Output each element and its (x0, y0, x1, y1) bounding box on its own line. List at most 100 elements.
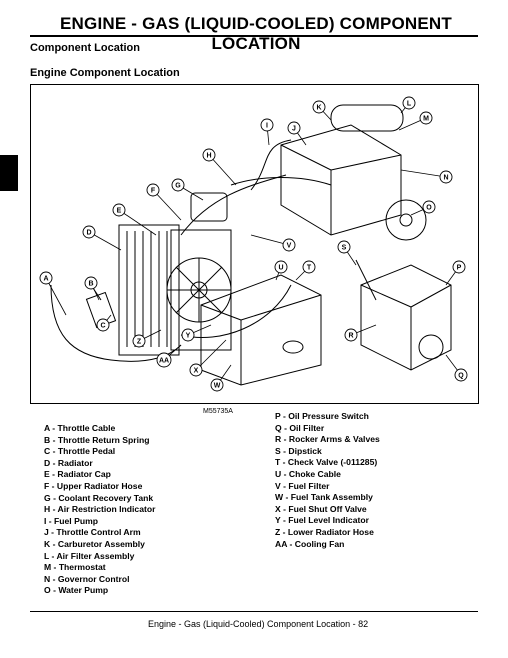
page-title: ENGINE - GAS (LIQUID-COOLED) COMPONENT L… (60, 14, 452, 53)
callout-label: D (86, 230, 91, 237)
fuel-tank-shape (200, 274, 322, 386)
callout-label: F (151, 188, 156, 195)
legend-separator: - (50, 434, 58, 445)
legend-separator: - (50, 504, 58, 515)
legend-key: I (44, 515, 47, 526)
legend-item-i: I - Fuel Pump (44, 516, 155, 528)
callout-aa: AA (156, 352, 172, 368)
callout-label: R (348, 333, 353, 340)
callout-circle (282, 238, 296, 252)
legend-label: Carburetor Assembly (57, 538, 145, 549)
legend-item-s: S - Dipstick (275, 446, 380, 458)
callout-p: P (452, 260, 466, 274)
callout-label: K (316, 105, 321, 112)
legend-key: AA (275, 538, 288, 549)
callout-n: N (439, 170, 453, 184)
legend-separator: - (281, 422, 290, 433)
callout-u: U (274, 260, 288, 274)
callout-circle (181, 328, 195, 342)
callout-label: C (100, 323, 105, 330)
legend-key: R (275, 434, 282, 445)
callout-w: W (210, 378, 224, 392)
callout-t: T (302, 260, 316, 274)
legend-item-u: U - Choke Cable (275, 469, 380, 481)
legend-label: Check Valve (-011285) (287, 457, 378, 468)
callout-b: B (84, 276, 98, 290)
legend-label: Water Pump (58, 585, 109, 596)
legend-key: Q (275, 422, 282, 433)
air-filter-shape (330, 104, 404, 132)
legend-item-x: X - Fuel Shut Off Valve (275, 504, 380, 516)
callout-circle (132, 334, 146, 348)
throttle-cable-shape (50, 284, 182, 362)
callout-label: L (407, 101, 412, 108)
callout-s: S (337, 240, 351, 254)
callout-label: W (214, 383, 221, 390)
legend-label: Air Filter Assembly (56, 550, 135, 561)
legend-key: D (44, 457, 51, 468)
callout-label: P (457, 265, 462, 272)
callout-f: F (146, 183, 160, 197)
callout-d: D (82, 225, 96, 239)
legend-separator: - (281, 468, 289, 479)
callout-k: K (312, 100, 326, 114)
legend-item-k: K - Carburetor Assembly (44, 539, 155, 551)
legend-separator: - (48, 527, 57, 538)
callout-label: Q (458, 373, 464, 380)
callout-label: E (117, 208, 122, 215)
legend-separator: - (51, 562, 59, 573)
callout-label: M (423, 116, 429, 123)
callout-label: O (426, 205, 432, 212)
callout-c: C (96, 318, 110, 332)
legend-separator: - (49, 550, 57, 561)
callout-label: U (278, 265, 283, 272)
engine-block-shape (280, 124, 402, 236)
legend-separator: - (280, 411, 289, 421)
legend-item-v: V - Fuel Filter (275, 481, 380, 493)
callout-circle (287, 121, 301, 135)
legend-key: Y (275, 515, 281, 526)
callout-circle (96, 318, 110, 332)
callout-r: R (344, 328, 358, 342)
legend-label: Fuel Tank Assembly (290, 492, 373, 503)
legend-separator: - (50, 446, 58, 457)
legend-item-o: O - Water Pump (44, 585, 155, 597)
legend-key: U (275, 468, 282, 479)
legend-separator: - (50, 492, 59, 503)
legend-label: Fuel Pump (54, 515, 98, 526)
legend-item-g: G - Coolant Recovery Tank (44, 493, 155, 505)
callout-circle (260, 118, 274, 132)
callout-circle (422, 200, 436, 214)
legend-item-d: D - Radiator (44, 458, 155, 470)
legend-label: Radiator Cap (57, 469, 111, 480)
callout-circle (337, 240, 351, 254)
callout-q: Q (454, 368, 468, 382)
diagram-artwork (50, 104, 452, 386)
legend-separator: - (50, 573, 58, 584)
lower-hose-shape (180, 284, 292, 339)
callout-j: J (287, 121, 301, 135)
callout-h: H (202, 148, 216, 162)
legend-separator: - (49, 469, 58, 480)
legend-key: C (44, 446, 51, 457)
legend-item-m: M - Thermostat (44, 562, 155, 574)
legend-separator: - (280, 526, 288, 537)
legend-key: J (44, 527, 49, 538)
callout-circle (82, 225, 96, 239)
legend-label: Throttle Return Spring (57, 434, 150, 445)
legend-item-q: Q - Oil Filter (275, 423, 380, 435)
callout-label: N (443, 175, 448, 182)
legend-key: F (44, 480, 50, 491)
legend-key: O (44, 585, 51, 596)
callout-circle (312, 100, 326, 114)
subsection-heading: Engine Component Location (30, 67, 180, 79)
legend-key: M (44, 562, 52, 573)
callout-circle (439, 170, 453, 184)
legend-separator: - (49, 423, 58, 433)
legend-key: X (275, 503, 281, 514)
legend-separator: - (280, 457, 288, 468)
legend-label: Governor Control (57, 573, 130, 584)
